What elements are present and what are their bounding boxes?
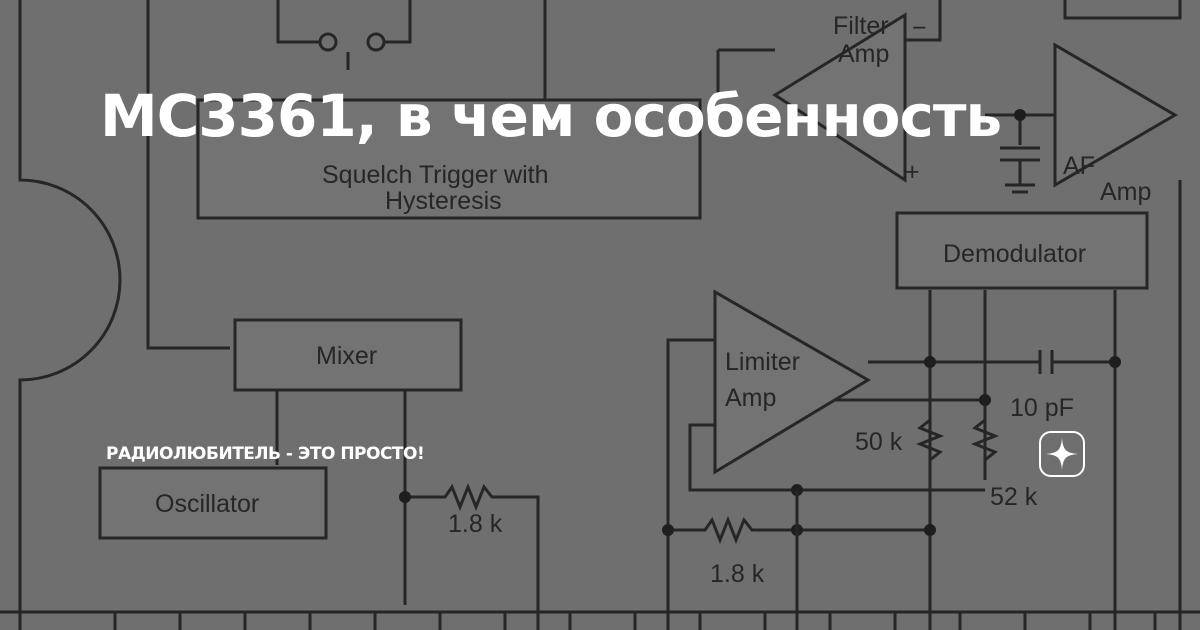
minus-sign: − bbox=[912, 14, 927, 42]
filter-label-1: Filter bbox=[833, 12, 889, 40]
limiter-label-2: Amp bbox=[725, 384, 776, 412]
limiter-label-1: Limiter bbox=[725, 348, 800, 376]
article-title: MC3361, в чем особенность bbox=[100, 82, 1002, 150]
mixer-label: Mixer bbox=[316, 342, 377, 370]
demodulator-label: Demodulator bbox=[943, 240, 1086, 268]
oscillator-label: Oscillator bbox=[155, 490, 259, 518]
zen-star-icon bbox=[1039, 431, 1085, 477]
af-label-1: AF bbox=[1063, 152, 1095, 180]
capacitor-10pf-label: 10 pF bbox=[1010, 394, 1074, 422]
resistor-50k-label: 50 k bbox=[855, 428, 903, 456]
channel-name[interactable]: РАДИОЛЮБИТЕЛЬ - ЭТО ПРОСТО! bbox=[106, 444, 425, 464]
squelch-label-2: Hysteresis bbox=[385, 187, 502, 215]
filter-label-2: Amp bbox=[838, 40, 889, 68]
resistor-52k-label: 52 k bbox=[990, 483, 1038, 511]
resistor-1-8k-top-label: 1.8 k bbox=[448, 510, 503, 538]
af-label-2: Amp bbox=[1100, 178, 1151, 206]
squelch-label-1: Squelch Trigger with bbox=[322, 161, 549, 189]
resistor-1-8k-bottom-label: 1.8 k bbox=[710, 560, 765, 588]
plus-sign: + bbox=[905, 158, 920, 186]
